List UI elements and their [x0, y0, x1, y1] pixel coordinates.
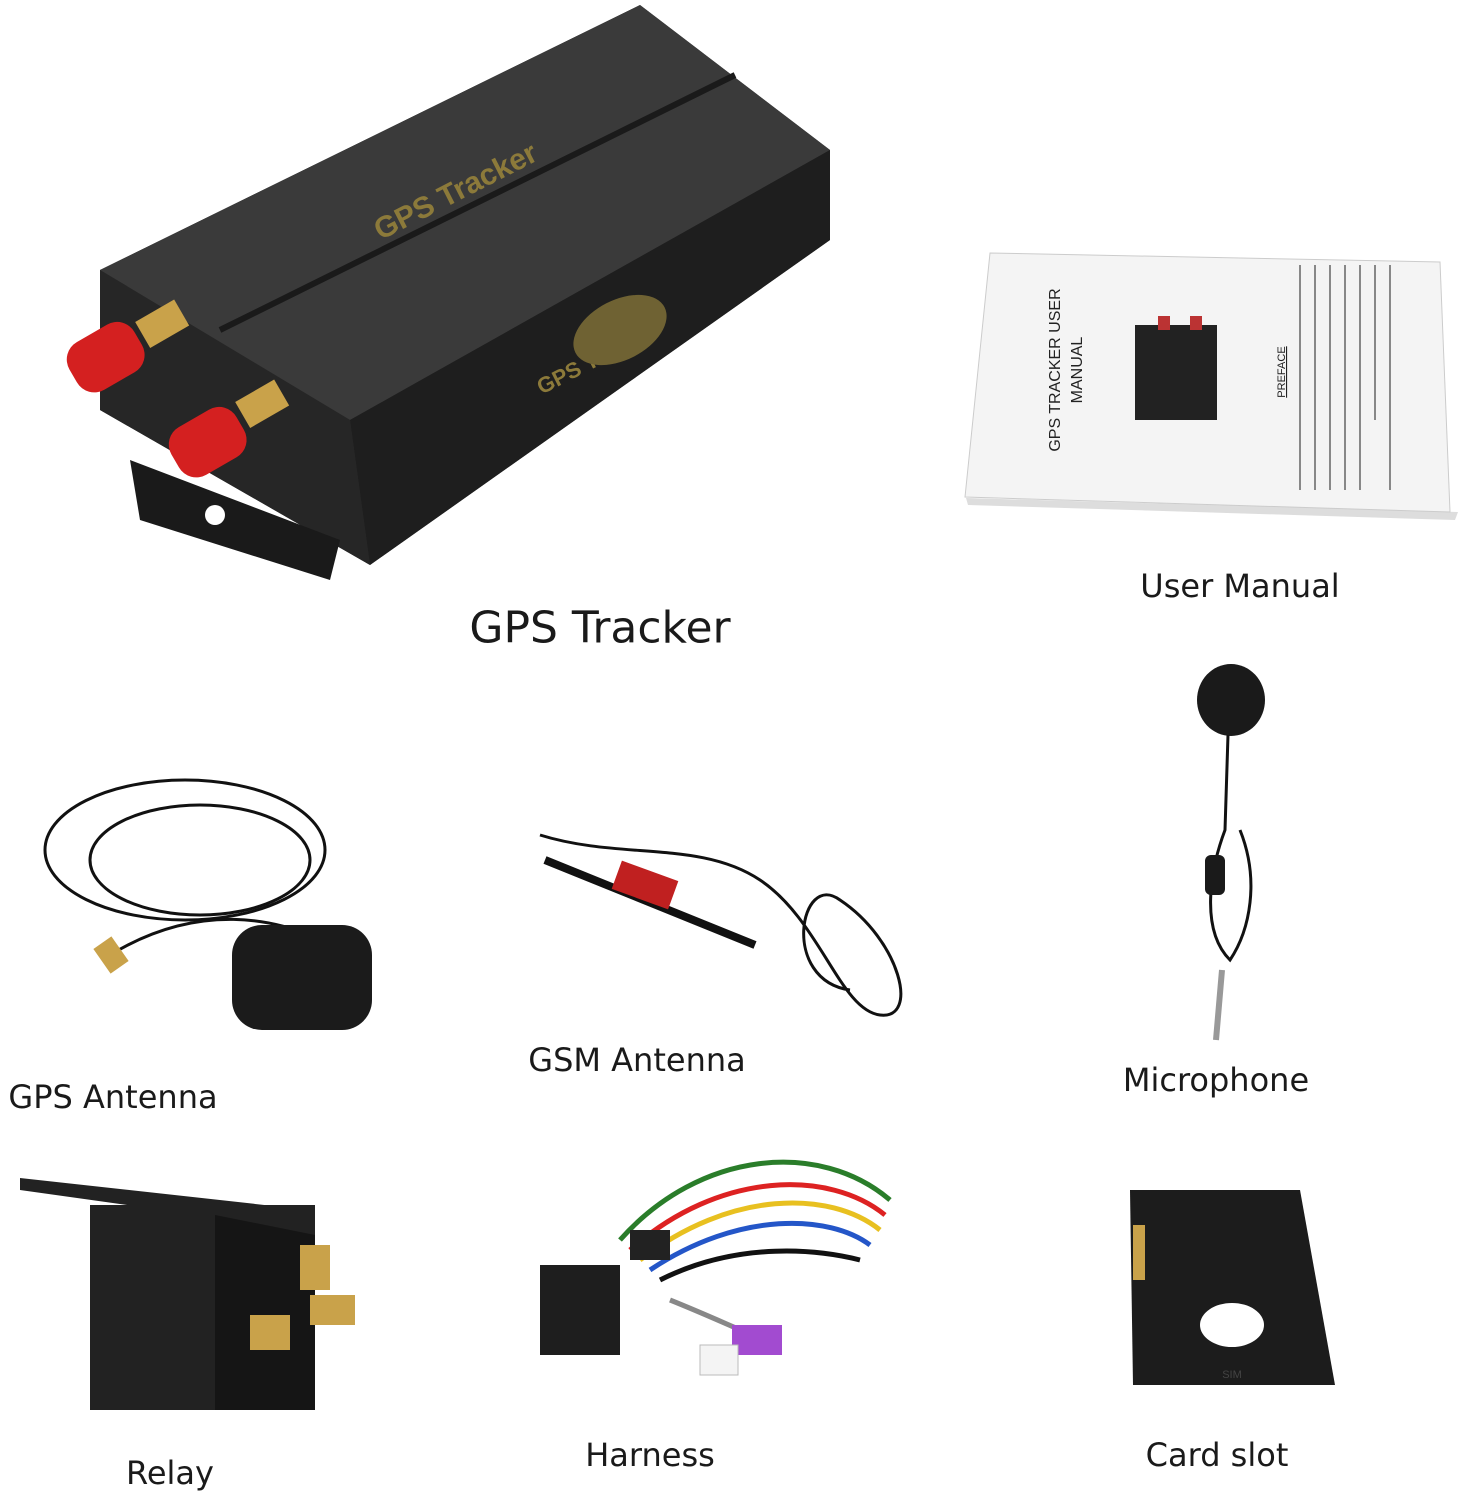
label-card-slot: Card slot: [1145, 1436, 1289, 1474]
label-user-manual: User Manual: [1140, 567, 1340, 605]
manual-title-2: MANUAL: [1069, 337, 1086, 404]
manual-section: PREFACE: [1276, 346, 1288, 397]
sim-card-slot: SIM: [1130, 1190, 1335, 1385]
label-harness: Harness: [585, 1436, 715, 1474]
manual-title-1: GPS TRACKER USER: [1047, 288, 1064, 451]
gps-tracker-device: GPS Tracker GPS Tracker: [66, 5, 830, 580]
gps-antenna: [43, 778, 372, 1030]
relay: [20, 1178, 355, 1410]
label-gsm-antenna: GSM Antenna: [528, 1041, 746, 1079]
gsm-antenna: [539, 833, 903, 1017]
label-gps-antenna: GPS Antenna: [8, 1078, 218, 1116]
label-relay: Relay: [126, 1454, 214, 1492]
wire-harness: [540, 1159, 892, 1376]
card-print-text: SIM: [1222, 1369, 1242, 1381]
antenna-connector-icon: [66, 299, 290, 478]
label-gps-tracker: GPS Tracker: [469, 602, 731, 654]
label-microphone: Microphone: [1122, 1061, 1310, 1099]
microphone: [1197, 664, 1265, 1041]
user-manual: GPS TRACKER USER MANUAL PREFACE: [964, 252, 1458, 520]
